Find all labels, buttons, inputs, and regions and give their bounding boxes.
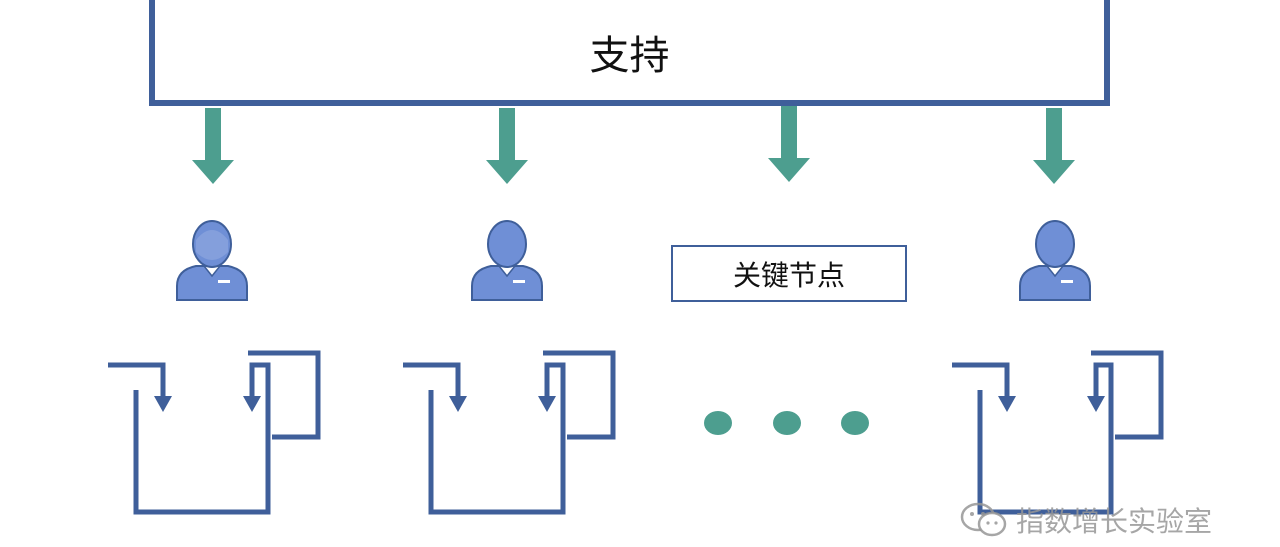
support-arrow (192, 108, 234, 184)
loop-arrowhead (449, 396, 556, 412)
feedback-loop (952, 350, 1164, 515)
support-label: 支持 (589, 32, 670, 79)
loop-arrowhead (998, 396, 1105, 412)
feedback-loop (108, 350, 321, 515)
ellipsis-dot (773, 411, 801, 435)
support-arrow (768, 106, 810, 182)
watermark-text: 指数增长实验室 (1016, 505, 1213, 538)
key-node-label: 关键节点 (671, 245, 907, 302)
support-arrow (1033, 108, 1075, 184)
ellipsis-dot (841, 411, 869, 435)
support-frame (149, 0, 1110, 106)
wechat-icon (960, 502, 1007, 537)
loop-arrowhead (154, 396, 261, 412)
person-icon (471, 220, 543, 301)
ellipsis-dot (704, 411, 732, 435)
person-icon (1019, 220, 1091, 301)
support-arrow (486, 108, 528, 184)
person-icon (176, 220, 248, 301)
feedback-loop (403, 350, 616, 515)
watermark: 指数增长实验室 (960, 500, 1212, 540)
